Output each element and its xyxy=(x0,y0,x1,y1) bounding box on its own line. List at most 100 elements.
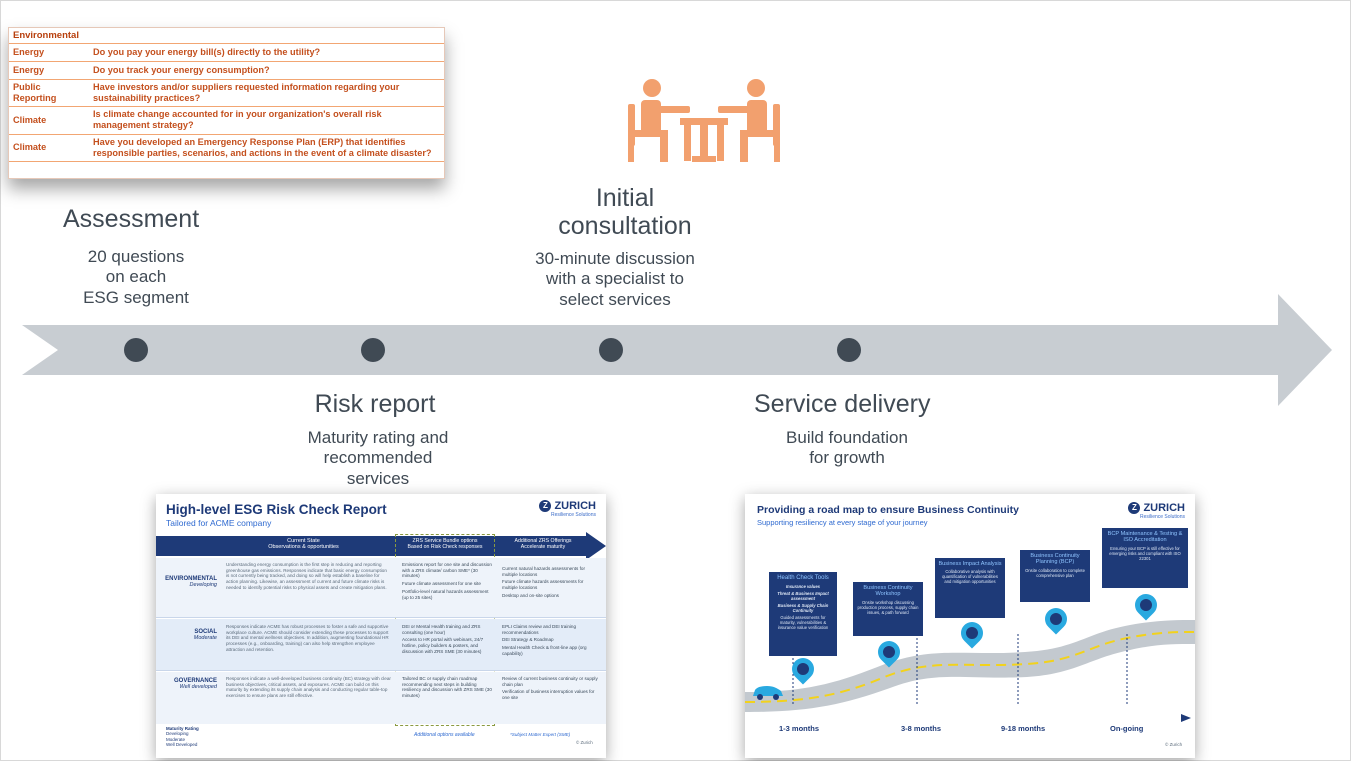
subtitle-line: Build foundation xyxy=(786,428,908,447)
row-social: SOCIAL Moderate Responses indicate ACME … xyxy=(156,619,606,671)
esg-row-question: Have you developed an Emergency Response… xyxy=(89,134,444,162)
business-continuity-roadmap-card: Providing a road map to ensure Business … xyxy=(745,494,1195,758)
box-bc-planning: Business Continuity Planning (BCP) Onsit… xyxy=(1020,550,1090,602)
stage-title-initial-consultation: Initial consultation xyxy=(530,184,720,240)
box-title: Business Impact Analysis xyxy=(938,561,1002,567)
risk-card-title: High-level ESG Risk Check Report xyxy=(166,502,387,517)
legend-item: Well Developed xyxy=(166,742,198,748)
brand-name: ZURICH xyxy=(554,500,596,512)
brand-sub: Resilience Solutions xyxy=(1139,514,1185,520)
risk-card-subtitle: Tailored for ACME company xyxy=(166,518,272,528)
title-line: Initial xyxy=(595,184,655,212)
col-sub: Based on Risk Check responses xyxy=(407,544,483,550)
col-current-state-header: Current State Observations & opportuniti… xyxy=(216,538,391,550)
stage-subtitle-initial-consultation: 30-minute discussion with a specialist t… xyxy=(505,249,725,310)
stage-subtitle-assessment: 20 questions on each ESG segment xyxy=(66,247,206,308)
offering-item: Current natural hazards assessments for … xyxy=(502,566,585,577)
row-state: Responses indicate ACME has robust proce… xyxy=(226,624,389,652)
two-people-at-table-icon xyxy=(628,79,780,162)
offering-item: DEI Strategy & Roadmap xyxy=(502,637,554,643)
col-sub: Accelerate maturity xyxy=(520,544,566,550)
esg-row-category: Climate xyxy=(9,134,89,162)
car-icon xyxy=(753,686,783,700)
timeline-dot-assessment xyxy=(124,338,148,362)
subtitle-line: Maturity rating and xyxy=(307,428,449,447)
esg-row-question: Do you pay your energy bill(s) directly … xyxy=(89,43,444,63)
offering-item: EPLI Claims review and DEI training reco… xyxy=(502,624,577,635)
row-state: Understanding energy consumption is the … xyxy=(226,562,387,590)
box-title: Business Continuity Planning (BCP) xyxy=(1030,553,1080,566)
maturity-legend: Maturity Rating Developing Moderate Well… xyxy=(166,726,199,748)
timeline-arrowhead xyxy=(1181,714,1191,722)
row-level: Developing xyxy=(189,582,217,588)
box-title: BCP Maintenance & Testing & ISO Accredit… xyxy=(1107,531,1183,544)
brand-name: ZURICH xyxy=(1143,502,1185,514)
title-line: consultation xyxy=(558,211,692,240)
report-header-band xyxy=(156,532,606,560)
col-bundle-header: ZRS Service Bundle options Based on Risk… xyxy=(396,538,494,550)
timeline-arrow xyxy=(22,294,1332,406)
milestone-label: On-going xyxy=(1110,724,1144,733)
report-footer-right: *Subject Matter Expert (SME) xyxy=(510,732,571,737)
risk-check-report-card: High-level ESG Risk Check Report Tailore… xyxy=(156,494,606,758)
box-title: Health Check Tools xyxy=(777,575,829,581)
subtitle-line: recommended xyxy=(323,448,433,468)
row-label: GOVERNANCE xyxy=(173,678,217,684)
col-title: Additional ZRS Offerings xyxy=(514,538,572,544)
col-offerings-header: Additional ZRS Offerings Accelerate matu… xyxy=(498,538,588,550)
box-desc: Collaborative analysis with quantificati… xyxy=(942,569,998,585)
box-bcp-maintenance: BCP Maintenance & Testing & ISO Accredit… xyxy=(1102,528,1188,588)
legend-item: Developing xyxy=(166,731,189,737)
esg-row-question: Have investors and/or suppliers requeste… xyxy=(89,79,444,108)
offering-item: Future climate hazards assessments for m… xyxy=(502,579,584,591)
stage-title-risk-report: Risk report xyxy=(314,390,436,418)
bundle-item: Tailored BC or supply chain roadmap reco… xyxy=(402,676,492,699)
stage-title-assessment: Assessment xyxy=(63,205,200,233)
row-level: Well developed xyxy=(179,684,217,690)
roadmap-road xyxy=(745,620,1195,712)
timeline-dot-consultation xyxy=(599,338,623,362)
col-title: ZRS Service Bundle options xyxy=(412,538,478,544)
legend-item: Moderate xyxy=(166,736,186,742)
row-level: Moderate xyxy=(193,635,217,641)
row-environmental: ENVIRONMENTAL Developing Understanding e… xyxy=(156,558,606,618)
esg-row-question: Is climate change accounted for in your … xyxy=(89,106,444,135)
col-title: Current State xyxy=(287,538,320,544)
subtitle-line: services xyxy=(346,468,410,488)
bundle-item: Portfolio-level natural hazards assessme… xyxy=(402,588,489,600)
box-desc: Guided assessments for maturity, vulnera… xyxy=(777,615,829,631)
bundle-item: Emissions report for one site and discus… xyxy=(402,562,492,579)
offering-item: Desktop and on-site options xyxy=(502,592,559,598)
milestone-label: 3-8 months xyxy=(901,724,942,733)
row-state: Responses indicate a well-developed busi… xyxy=(226,676,391,699)
milestone-label: 9-18 months xyxy=(1001,724,1046,733)
box-desc: Threat & Business Impact assessment xyxy=(777,590,829,601)
zurich-z-icon: Z xyxy=(539,500,552,512)
offering-item: Verification of business interruption va… xyxy=(502,689,595,701)
row-governance: GOVERNANCE Well developed Responses indi… xyxy=(156,672,606,724)
subtitle-line: 20 questions xyxy=(87,247,185,266)
box-business-impact-analysis: Business Impact Analysis Collaborative a… xyxy=(935,558,1005,618)
stage-subtitle-service-delivery: Build foundation for growth xyxy=(762,428,932,469)
subtitle-line: with a specialist to xyxy=(546,269,684,289)
esg-row-category: Energy xyxy=(9,61,89,81)
zurich-z-icon: Z xyxy=(1128,502,1141,514)
box-desc: Onsite collaboration to complete compreh… xyxy=(1025,567,1085,578)
bundle-item: DEI or Mental Health training and ZRS co… xyxy=(402,624,481,635)
legend-title: Maturity Rating xyxy=(166,726,199,731)
box-bc-workshop: Business Continuity Workshop Onsite work… xyxy=(853,582,923,636)
esg-row-question: Do you track your energy consumption? xyxy=(89,61,444,81)
offering-item: Review of current business continuity or… xyxy=(502,676,598,687)
box-title: Business Continuity Workshop xyxy=(863,585,913,598)
roadmap-subtitle: Supporting resiliency at every stage of … xyxy=(757,518,928,527)
stage-title-service-delivery: Service delivery xyxy=(754,390,931,418)
brand-sub: Resilience Solutions xyxy=(550,512,596,518)
box-desc: Business & Supply Chain Continuity xyxy=(777,602,829,614)
row-label: SOCIAL xyxy=(194,629,217,635)
subtitle-line: 30-minute discussion xyxy=(535,249,695,268)
row-label: ENVIRONMENTAL xyxy=(165,576,217,582)
subtitle-line: for growth xyxy=(809,448,885,468)
